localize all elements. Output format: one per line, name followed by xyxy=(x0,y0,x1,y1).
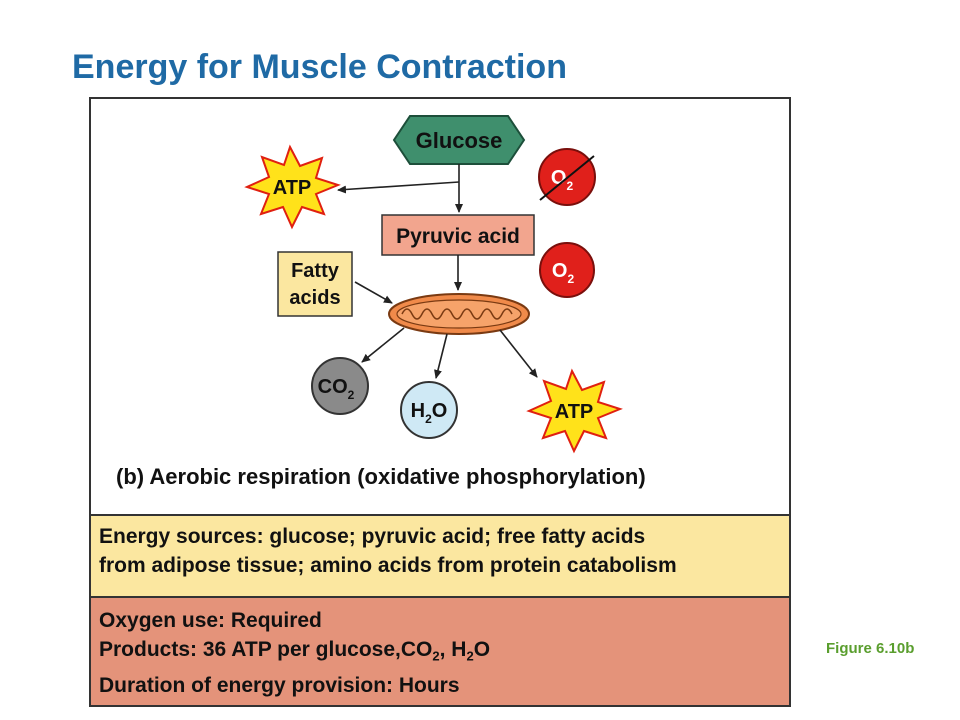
oxygen-sub: 2 xyxy=(567,272,574,286)
mito-to-co2-arrow xyxy=(361,327,405,363)
figure-number-label: Figure 6.10b xyxy=(826,640,915,657)
h2o-node: H2O xyxy=(400,381,458,439)
h2o-pre: H xyxy=(411,400,425,422)
oxygen-node: O2 xyxy=(539,242,595,298)
products-prefix: Products: 36 ATP per glucose,CO xyxy=(99,638,433,661)
products-mid: , H xyxy=(439,638,467,661)
atp-burst-bottom: ATP xyxy=(526,368,623,454)
svg-text:O2: O2 xyxy=(551,167,574,193)
atp-burst-top: ATP xyxy=(244,144,341,230)
oxygen-crossed-sub: 2 xyxy=(566,179,573,193)
glucose-node: Glucose xyxy=(392,115,526,165)
co2-base: CO xyxy=(318,376,348,398)
products-suffix: O xyxy=(473,638,491,661)
oxygen-crossed-node: O2 xyxy=(538,148,596,206)
glucose-label: Glucose xyxy=(416,128,503,153)
figure-caption: (b) Aerobic respiration (oxidative phosp… xyxy=(116,464,646,489)
products-line: Products: 36 ATP per glucose,CO2, H2O xyxy=(99,635,779,671)
h2o-post: O xyxy=(432,400,448,422)
mito-to-h2o-arrow xyxy=(434,333,448,379)
fatty-acids-line2: acids xyxy=(289,287,340,309)
h2o-sub: 2 xyxy=(425,412,432,426)
co2-node: CO2 xyxy=(311,357,369,415)
mito-to-atp-arrow xyxy=(499,329,538,378)
fatty-acids-line1: Fatty xyxy=(291,260,340,282)
products-co2-sub: 2 xyxy=(432,648,440,664)
pyruvic-acid-node: Pyruvic acid xyxy=(381,214,535,256)
svg-text:H2O: H2O xyxy=(411,400,448,426)
pyruvic-acid-label: Pyruvic acid xyxy=(396,225,520,248)
fatty-to-mito-arrow xyxy=(354,281,393,304)
energy-sources-panel: Energy sources: glucose; pyruvic acid; f… xyxy=(91,514,789,598)
atp-bottom-label: ATP xyxy=(555,401,594,423)
mitochondrion-icon xyxy=(388,293,530,335)
oxygen-crossed-base: O xyxy=(551,167,567,189)
duration-line: Duration of energy provision: Hours xyxy=(99,673,460,697)
atp-top-label: ATP xyxy=(273,177,312,199)
svg-text:O2: O2 xyxy=(552,260,575,286)
slide-title: Energy for Muscle Contraction xyxy=(72,48,567,86)
products-h2o-sub: 2 xyxy=(466,648,474,664)
glucose-to-atp-arrow xyxy=(337,181,460,194)
cross-out-line xyxy=(539,155,595,201)
oxygen-use-panel: Oxygen use: Required Products: 36 ATP pe… xyxy=(91,598,789,705)
svg-text:CO2: CO2 xyxy=(318,376,355,402)
co2-sub: 2 xyxy=(348,388,355,402)
oxygen-use-line: Oxygen use: Required xyxy=(99,609,322,632)
oxygen-base: O xyxy=(552,260,568,282)
energy-sources-line2: from adipose tissue; amino acids from pr… xyxy=(99,554,677,577)
energy-sources-line1: Energy sources: glucose; pyruvic acid; f… xyxy=(99,525,646,548)
fatty-acids-node: Fatty acids xyxy=(277,251,353,317)
